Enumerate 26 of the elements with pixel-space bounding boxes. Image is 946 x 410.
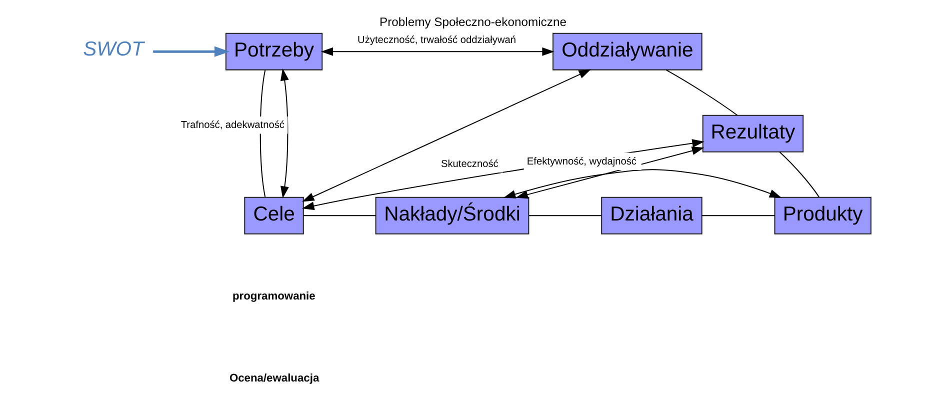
connector [666, 70, 738, 116]
node-box: Nakłady/Środki [375, 196, 530, 234]
node-box: Rezultaty [702, 114, 804, 152]
label: programowanie [232, 290, 316, 302]
node-box: Potrzeby [225, 32, 323, 70]
edge-label: Efektywność, wydajność [526, 156, 637, 168]
connector [529, 215, 602, 216]
node-box: Cele [244, 196, 304, 234]
arrow [280, 68, 289, 198]
arrow [302, 69, 591, 202]
arrow [503, 169, 782, 198]
label: Ocena/ewaluacja [229, 372, 320, 384]
connector [702, 215, 775, 216]
edge-label: Trafność, adekwatność [180, 120, 284, 132]
connector [304, 215, 376, 216]
arrow [153, 46, 230, 57]
node-box: Produkty [774, 196, 872, 234]
connector [779, 152, 820, 198]
node-box: Działania [601, 196, 702, 234]
edge-label: Użyteczność, trwałość oddziaływań [358, 34, 516, 46]
arrow [320, 47, 554, 56]
diagram-title: Problemy Społeczno-ekonomiczne [380, 14, 566, 29]
arrow [516, 146, 704, 199]
node-box: Oddziaływanie [552, 32, 702, 70]
node-text: SWOT [83, 38, 144, 61]
edge-label: Skuteczność [441, 158, 498, 170]
